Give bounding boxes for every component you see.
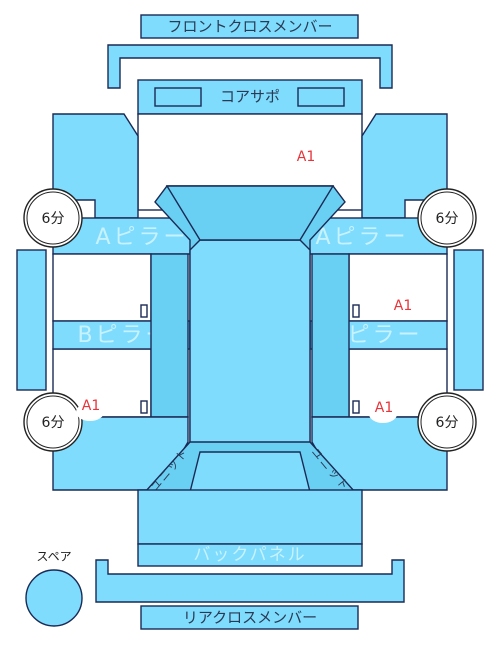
right-rear-hinge-mark (352, 400, 360, 414)
front-left-tire[interactable]: 6分 (23, 188, 83, 248)
damage-code-front: A1 (297, 149, 315, 165)
core-support-left-slot (154, 87, 202, 107)
rear-bracket (95, 559, 405, 603)
left-front-hinge-mark (140, 304, 148, 318)
left-a-pillar-label: Aピラー (95, 225, 188, 250)
damage-code-left-rear: A1 (82, 398, 100, 414)
front-bracket (107, 44, 393, 89)
left-floor-member (150, 253, 189, 418)
right-floor-member (311, 253, 350, 418)
damage-highlight-left-rear (76, 403, 104, 421)
roof-panel[interactable] (189, 239, 311, 453)
front-left-tire-grade: 6分 (42, 211, 65, 227)
rear-left-tire-grade: 6分 (42, 415, 65, 431)
front-cross-member-label: フロントクロスメンバー (167, 18, 332, 36)
rear-left-tire[interactable]: 6分 (23, 392, 83, 452)
left-front-door-opening (52, 253, 152, 322)
back-panel-strip (137, 543, 363, 567)
spare-label: スペア (36, 550, 71, 564)
core-support-label: コアサポ (220, 88, 280, 106)
core-support-right-slot (297, 87, 345, 107)
left-side-sill[interactable] (16, 249, 47, 391)
left-rear-hinge-mark (140, 400, 148, 414)
rear-right-tire-grade: 6分 (436, 415, 459, 431)
right-side-sill[interactable] (453, 249, 484, 391)
rear-cross-member[interactable] (140, 605, 359, 630)
damage-code-right-door: A1 (394, 298, 412, 314)
damage-highlight-right-rear (369, 405, 397, 423)
right-a-pillar-label: Aピラー (315, 225, 408, 250)
rear-cross-member-label: リアクロスメンバー (183, 609, 317, 627)
rear-floor-center (189, 451, 311, 493)
front-right-tire[interactable]: 6分 (417, 188, 477, 248)
spare-tire[interactable] (25, 569, 83, 627)
front-cross-member[interactable] (140, 14, 359, 39)
cowl-top (165, 185, 335, 241)
back-panel[interactable] (137, 489, 363, 545)
rear-right-tire[interactable]: 6分 (417, 392, 477, 452)
back-panel-label: バックパネル (193, 545, 306, 565)
right-front-hinge-mark (352, 304, 360, 318)
front-right-tire-grade: 6分 (436, 211, 459, 227)
damage-code-right-rear: A1 (375, 400, 393, 416)
